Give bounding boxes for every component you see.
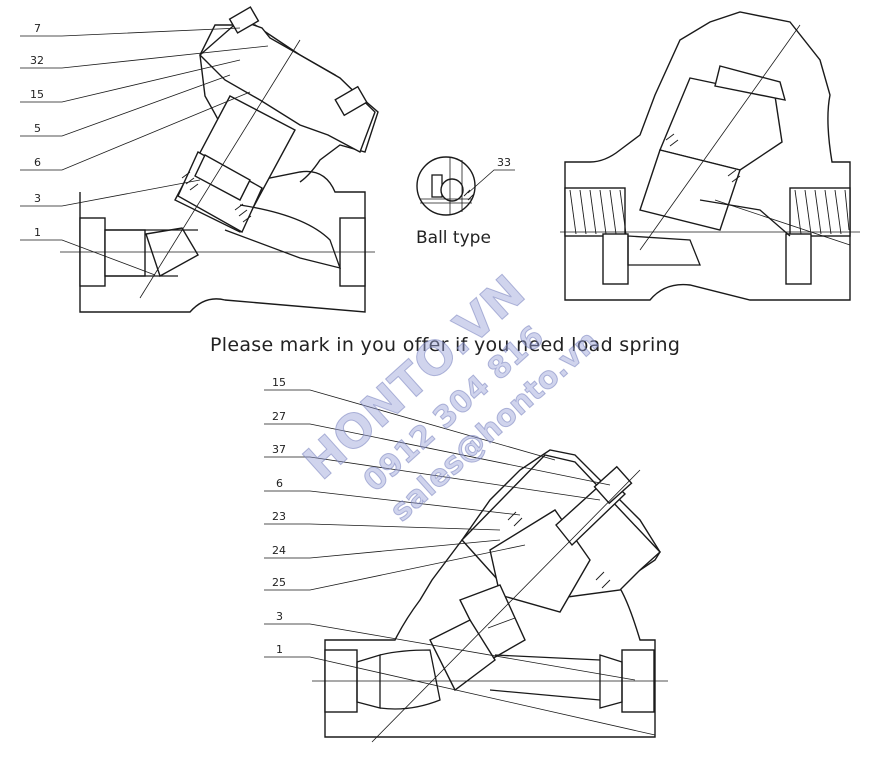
callout-3-bottom: 3	[276, 610, 283, 623]
ball-type-caption: Ball type	[416, 228, 491, 248]
callout-24: 24	[272, 544, 286, 557]
callout-3: 3	[34, 192, 41, 205]
callout-1: 1	[34, 226, 41, 239]
callout-15-bottom: 15	[272, 376, 286, 389]
bottom-valve-view: 15 27 37 6 23 24 25 3 1	[264, 376, 668, 743]
load-spring-note: Please mark in you offer if you need loa…	[210, 334, 680, 356]
top-right-valve-view	[560, 11, 860, 301]
callout-32: 32	[30, 54, 44, 67]
callout-15: 15	[30, 88, 44, 101]
callout-23: 23	[272, 510, 286, 523]
callout-6-bottom: 6	[276, 477, 283, 490]
ball-type-detail: 33 Ball type	[416, 156, 515, 248]
callout-25: 25	[272, 576, 286, 589]
callout-5: 5	[34, 122, 41, 135]
callout-33: 33	[497, 156, 511, 169]
callout-37: 37	[272, 443, 286, 456]
top-left-valve-view: 7 32 15 5 6 3 1	[20, 6, 379, 313]
callout-27: 27	[272, 410, 286, 423]
callout-6: 6	[34, 156, 41, 169]
callout-7: 7	[34, 22, 41, 35]
callout-1-bottom: 1	[276, 643, 283, 656]
